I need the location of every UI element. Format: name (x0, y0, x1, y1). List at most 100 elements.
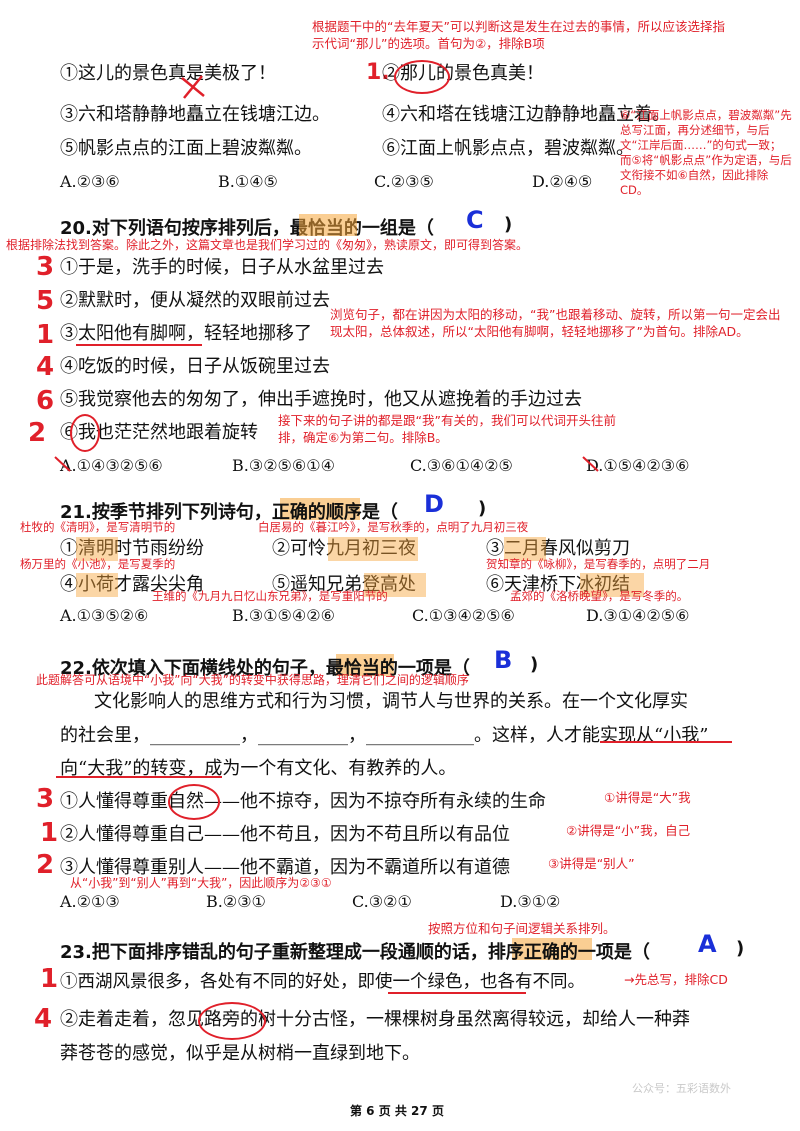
q21-stem-close: ) (478, 498, 487, 519)
q20-option-d: D.①⑤④②③⑥ (586, 456, 690, 475)
q23-answer: A (698, 930, 717, 958)
q22-paragraph-1: 文化影响人的思维方式和行为习惯，调节人与世界的关系。在一个文化厚实 (94, 691, 688, 712)
q21-note-1: 杜牧的《清明》，是写清明节的 (20, 520, 176, 534)
q21-option-a: A.①③⑤②⑥ (60, 606, 149, 625)
highlight-mark (336, 654, 394, 676)
highlight-mark (328, 537, 418, 561)
q21-poem-2: ②可怜九月初三夜 (272, 538, 416, 559)
q20-item-6: ⑥我也茫茫然地跟着旋转 (60, 422, 258, 443)
q22-item-3: ③人懂得尊重别人——他不霸道，因为不霸道所以有道德 (60, 857, 510, 878)
q23-item-1: ①西湖风景很多，各处有不同的好处，即使一个绿色，也各有不同。 (60, 972, 585, 992)
q19-sentence-4: ④六和塔在钱塘江边静静地矗立着。 (382, 104, 670, 125)
q20-item-2: ②默默时，便从凝然的双眼前过去 (60, 290, 330, 311)
q20-item-1: ①于是，洗手的时候，日子从水盆里过去 (60, 257, 384, 278)
q19-option-d: D.②④⑤ (532, 172, 593, 191)
q23-item-2: ②走着走着，忽见路旁的树十分古怪，一棵棵树身虽然离得较远，却给人一种莽 (60, 1009, 690, 1030)
q20-order-5: 6 (36, 386, 55, 416)
q20-order-1: 3 (36, 252, 55, 282)
q21-stem: 21.按季节排列下列诗句，正确的顺序是（ (60, 502, 398, 523)
q22-item-1: ①人懂得尊重自然——他不掠夺，因为不掠夺所有永续的生命 (60, 791, 546, 812)
underline-mark (76, 344, 202, 346)
q22-option-b: B.②③① (206, 892, 266, 911)
q22-paragraph-2: 的社会里，__________，__________，____________。… (60, 725, 709, 746)
q23-order-2: 4 (34, 1004, 53, 1034)
q19-option-b: B.①④⑤ (218, 172, 278, 191)
q21-poem-4: ④小荷才露尖尖角 (60, 574, 204, 595)
q22-order-2: 1 (40, 818, 59, 848)
highlight-mark (512, 938, 592, 960)
q20-order-2: 5 (36, 286, 55, 316)
q19-first-mark: 1. (366, 60, 390, 85)
q20-order-4: 4 (36, 352, 55, 382)
q19-right-annotation: ⑥“江面上帆影点点，碧波粼粼”先总写江面，再分述细节，与后文“江岸后面……”的句… (620, 108, 792, 197)
q20-option-a: A.①④③②⑤⑥ (60, 456, 163, 475)
q21-poem-5: ⑤遥知兄弟登高处 (272, 574, 416, 595)
q19-option-a: A.②③⑥ (60, 172, 120, 191)
highlight-mark (364, 573, 426, 597)
strike-mark-icon (54, 456, 71, 472)
q23-order-1: 1 (40, 964, 59, 994)
q20-stem-close: ) (504, 214, 513, 235)
q20-note-low: 接下来的句子讲的都是跟“我”有关的，我们可以代词开头往前排，确定⑥为第二句。排除… (278, 413, 616, 445)
q22-option-c: C.③②① (352, 892, 412, 911)
q22-item-note-3: ③讲得是“别人” (548, 856, 635, 871)
q21-option-d: D.③①④②⑤⑥ (586, 606, 690, 625)
watermark: 公众号：五彩语数外 (632, 1082, 731, 1095)
q21-note-2: 白居易的《暮江吟》，是写秋季的，点明了九月初三夜 (258, 520, 529, 534)
q22-order-1: 3 (36, 784, 55, 814)
circle-mark (198, 1002, 266, 1040)
highlight-mark (299, 214, 357, 236)
q21-poem-1: ①清明时节雨纷纷 (60, 538, 204, 559)
highlight-mark (76, 573, 118, 597)
q20-note-mid: 浏览句子，都在讲因为太阳的移动，“我”也跟着移动、旋转，所以第一句一定会出现太阳… (330, 307, 781, 339)
q23-item-note-1: →先总写，排除CD (624, 972, 728, 987)
q20-order-6: 2 (28, 418, 47, 448)
q21-answer: D (424, 490, 444, 518)
q20-item-5: ⑤我觉察他去的匆匆了，伸出手遮挽时，他又从遮挽着的手边过去 (60, 389, 582, 410)
q22-stem-close: ) (530, 654, 539, 675)
q23-item-2-cont: 莽苍苍的感觉，似乎是从树梢一直绿到地下。 (60, 1043, 420, 1064)
q22-item-2: ②人懂得尊重自己——他不苟且，因为不苟且所以有品位 (60, 824, 510, 845)
q21-note-4: 贺知章的《咏柳》，是写春季的，点明了二月 (486, 557, 711, 571)
q22-order-note: 从“小我”到“别人”再到“大我”，因此顺序为②③① (70, 876, 332, 890)
q20-answer: C (466, 206, 484, 234)
highlight-mark (76, 537, 118, 561)
q21-note-6: 孟郊的《洛桥晚望》，是写冬季的。 (510, 589, 689, 603)
q20-note-top: 根据排除法找到答案。除此之外，这篇文章也是我们学习过的《匆匆》，熟读原文，即可得… (6, 238, 529, 252)
q19-sentence-5: ⑤帆影点点的江面上碧波粼粼。 (60, 138, 312, 159)
q20-item-4: ④吃饭的时候，日子从饭碗里过去 (60, 356, 330, 377)
q20-option-c: C.③⑥①④②⑤ (410, 456, 513, 475)
q21-note-5: 王维的《九月九日忆山东兄弟》，是写重阳节的 (152, 589, 388, 603)
q20-order-3: 1 (36, 320, 55, 350)
q19-option-c: C.②③⑤ (374, 172, 434, 191)
q19-sentence-3: ③六和塔静静地矗立在钱塘江边。 (60, 104, 330, 125)
q21-poem-3: ③二月春风似剪刀 (486, 538, 630, 559)
q19-sentence-1: ①这儿的景色真是美极了！ (60, 63, 276, 84)
q21-option-b: B.③①⑤④②⑥ (232, 606, 335, 625)
circle-mark (168, 784, 220, 820)
underline-mark (388, 992, 526, 994)
q23-note-top: 按照方位和句子间逻辑关系排列。 (428, 921, 616, 936)
q20-stem: 20.对下列语句按序排列后，最恰当的一组是（ (60, 218, 434, 239)
q21-note-3: 杨万里的《小池》，是写夏季的 (20, 557, 176, 571)
circle-mark (70, 414, 100, 452)
q23-stem: 23.把下面排序错乱的句子重新整理成一段通顺的话，排序正确的一项是（ (60, 942, 650, 963)
q22-item-note-1: ①讲得是“大”我 (604, 790, 691, 805)
q22-item-note-2: ②讲得是“小”我，自己 (566, 823, 691, 838)
highlight-mark (504, 537, 546, 561)
q22-option-a: A.②①③ (60, 892, 120, 911)
circle-mark (394, 60, 450, 94)
q22-option-d: D.③①② (500, 892, 561, 911)
q20-option-b: B.③②⑤⑥①④ (232, 456, 335, 475)
q23-stem-close: ) (736, 938, 745, 959)
q22-answer: B (494, 646, 513, 674)
q19-sentence-6: ⑥江面上帆影点点，碧波粼粼。 (382, 138, 634, 159)
q22-paragraph-3: 向“大我”的转变，成为一个有文化、有教养的人。 (60, 758, 457, 779)
q22-order-3: 2 (36, 850, 55, 880)
strike-x-icon (181, 75, 205, 99)
highlight-mark (580, 573, 644, 597)
q20-item-3: ③太阳他有脚啊，轻轻地挪移了 (60, 323, 312, 344)
top-annotation: 根据题干中的“去年夏天”可以判断这是发生在过去的事情，所以应该选择指示代词“那儿… (312, 19, 725, 51)
highlight-mark (280, 498, 360, 520)
q22-note-top: 此题解答可从语境中“小我”向“大我”的转变中获得思路，理清它们之间的逻辑顺序 (36, 673, 469, 687)
